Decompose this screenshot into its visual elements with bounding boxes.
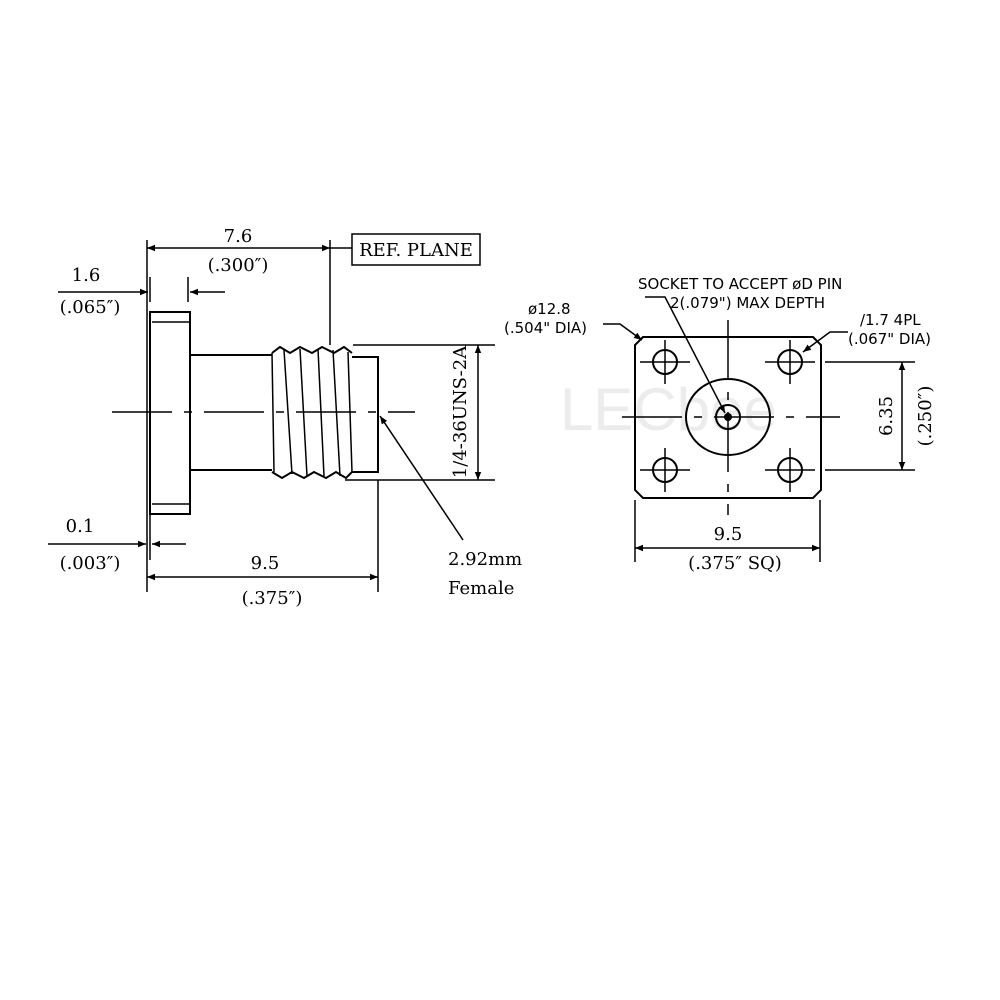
- hole-dia-in: (.067" DIA): [848, 330, 931, 348]
- hole-spacing: 6.35: [876, 396, 897, 436]
- body: [190, 354, 272, 471]
- flange-dia-in: (.504" DIA): [504, 319, 587, 337]
- dim-total: 9.5: [251, 553, 280, 574]
- dim-ref-length-in: (.300″): [208, 255, 269, 276]
- square-dim-in: (.375″ SQ): [688, 553, 782, 574]
- hole-dia: /1.7 4PL: [860, 311, 921, 329]
- square-flange: [634, 336, 822, 499]
- flange: [149, 311, 191, 515]
- mount-holes: [640, 340, 815, 492]
- hole-spacing-in: (.250″): [915, 386, 936, 447]
- dim-total-in: (.375″): [242, 588, 303, 609]
- thread-spec: 1/4-36UNS-2A: [450, 345, 471, 478]
- connector-type: 2.92mm: [448, 549, 522, 570]
- ref-plane-label: REF. PLANE: [359, 240, 473, 261]
- socket-note-1: SOCKET TO ACCEPT øD PIN: [638, 275, 842, 293]
- connector-gender: Female: [448, 578, 514, 599]
- dim-flange-in: (.065″): [60, 297, 121, 318]
- side-view: 7.6 (.300″) REF. PLANE 1.6 (.065″) 0.1 (…: [48, 226, 522, 609]
- dim-gap-in: (.003″): [60, 553, 121, 574]
- watermark: LECbee: [560, 376, 777, 443]
- square-dim: 9.5: [714, 524, 743, 545]
- flange-dia: ø12.8: [528, 300, 571, 318]
- dim-flange: 1.6: [72, 265, 101, 286]
- dim-ref-length: 7.6: [224, 226, 253, 247]
- dim-gap: 0.1: [66, 516, 95, 537]
- socket-note-2: 2(.079") MAX DEPTH: [670, 294, 825, 312]
- front-view: SOCKET TO ACCEPT øD PIN 2(.079") MAX DEP…: [504, 275, 936, 574]
- nose: [352, 356, 379, 473]
- ref-plane-box: [351, 233, 481, 266]
